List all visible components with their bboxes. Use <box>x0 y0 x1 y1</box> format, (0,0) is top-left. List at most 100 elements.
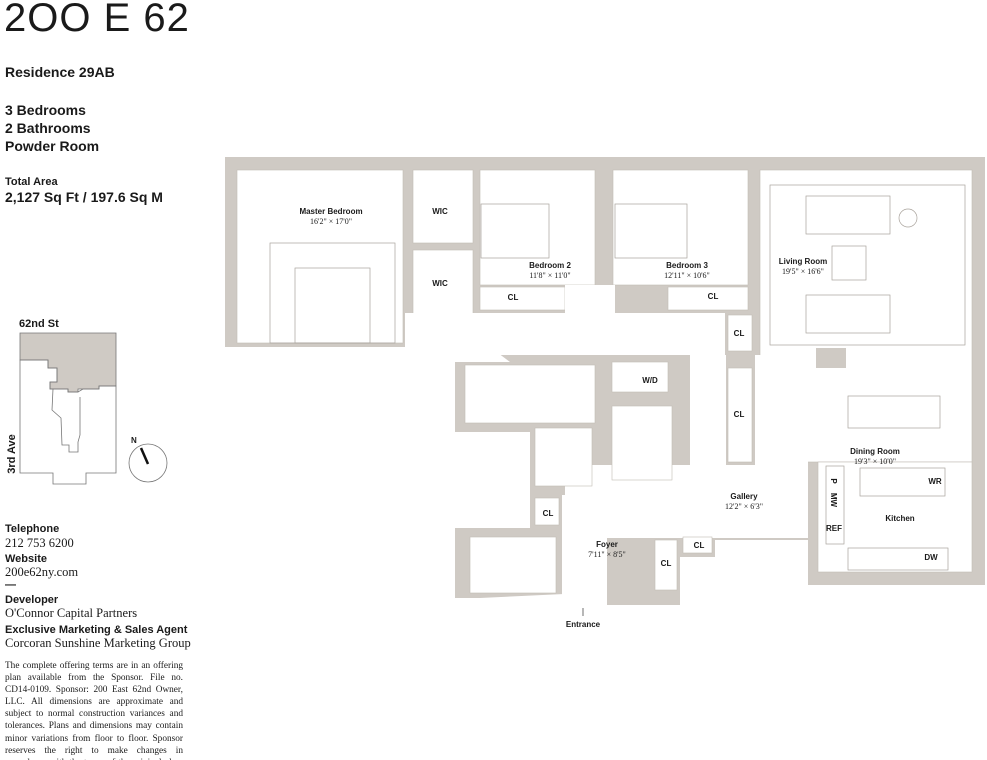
master-bath <box>464 364 596 424</box>
sofa-1 <box>805 195 891 235</box>
kitchen-appliances <box>825 465 845 545</box>
room-name: Gallery <box>730 492 758 501</box>
powder-room <box>469 536 557 594</box>
kitchen-counter <box>847 547 949 571</box>
developer-label: Developer <box>5 594 59 606</box>
room-name: Master Bedroom <box>299 207 363 216</box>
room-closet: CL <box>693 541 705 550</box>
wic-2 <box>412 249 474 324</box>
room-name: Foyer <box>596 540 618 549</box>
room-closet: CL <box>507 293 519 302</box>
hallway <box>405 313 725 355</box>
room-closet: CL <box>733 410 745 419</box>
disclaimer: The complete offering terms are in an of… <box>5 661 183 760</box>
wine-refrigerator: WR <box>928 477 942 486</box>
agent-label: Exclusive Marketing & Sales Agent <box>5 624 188 636</box>
closet-foyer <box>534 497 560 526</box>
room-closet: CL <box>707 292 719 301</box>
room-dim: 7'11" × 8'5" <box>588 550 626 559</box>
street-label: 62nd St <box>19 318 59 330</box>
agent-value: Corcoran Sunshine Marketing Group <box>5 636 191 650</box>
closet-hall <box>727 314 753 352</box>
coffee-table <box>831 245 867 281</box>
key-plan <box>19 332 168 485</box>
side-table <box>898 208 918 228</box>
master-bed <box>294 267 371 344</box>
area-label: Total Area <box>5 176 58 188</box>
room-dim: 11'8" × 11'0" <box>529 271 571 280</box>
room-closet: CL <box>660 559 672 568</box>
pantry: P <box>829 478 838 484</box>
room-name: Dining Room <box>850 447 900 456</box>
room-dim: 19'5" × 16'6" <box>782 267 824 276</box>
dishwasher: DW <box>924 553 938 562</box>
microwave: MW <box>829 492 838 508</box>
room-wic-2: WIC <box>432 279 448 288</box>
spec-powder: Powder Room <box>5 138 100 154</box>
residence-title: Residence 29AB <box>5 64 115 80</box>
bed-2 <box>480 203 550 259</box>
closet-gallery <box>727 367 753 463</box>
divider-dash: — <box>5 579 16 591</box>
furniture <box>269 184 966 616</box>
bed-3 <box>614 203 688 259</box>
room-name: Bedroom 2 <box>529 261 571 270</box>
closet-bed2 <box>479 286 566 311</box>
kitchen-island <box>859 467 946 497</box>
website-label: Website <box>5 553 47 565</box>
developer-value: O'Connor Capital Partners <box>5 606 138 620</box>
foyer <box>562 495 607 595</box>
sofa-2 <box>805 294 891 334</box>
bedroom-2 <box>479 169 596 286</box>
spec-bathrooms: 2 Bathrooms <box>5 120 91 136</box>
room-name: Bedroom 3 <box>666 261 708 270</box>
room-closet: CL <box>733 329 745 338</box>
room-dim: 16'2" × 17'0" <box>310 217 352 226</box>
room-laundry: W/D <box>642 376 658 385</box>
bath-2 <box>611 405 673 481</box>
room-dim: 12'2" × 6'3" <box>725 502 763 511</box>
telephone-value[interactable]: 212 753 6200 <box>5 536 74 550</box>
refrigerator: REF <box>826 524 842 533</box>
shower <box>534 427 593 487</box>
closet-foyer-2 <box>654 539 678 591</box>
closet-bed3 <box>667 286 749 311</box>
north-label: N <box>131 436 137 445</box>
building-outline <box>19 359 117 485</box>
area-value: 2,127 Sq Ft / 197.6 Sq M <box>5 189 163 205</box>
room-closet: CL <box>542 509 554 518</box>
apartment-plan <box>225 157 985 616</box>
entrance-label: Entrance <box>565 620 601 629</box>
room-dim: 19'3" × 10'0" <box>854 457 896 466</box>
room-kitchen: Kitchen <box>885 514 915 523</box>
core-outline <box>51 388 81 453</box>
wic-1 <box>412 169 474 244</box>
laundry <box>611 361 669 393</box>
specs-list: 3 Bedrooms 2 Bathrooms Powder Room <box>5 101 99 155</box>
room-name: Living Room <box>778 257 828 266</box>
telephone-label: Telephone <box>5 523 60 535</box>
column <box>816 348 846 368</box>
spec-bedrooms: 3 Bedrooms <box>5 102 86 118</box>
bedroom-3 <box>612 169 749 286</box>
living-rug <box>769 184 966 346</box>
closet-small <box>682 536 713 554</box>
master-bedroom <box>236 169 404 344</box>
dining-table <box>847 395 941 429</box>
residence-footprint <box>19 332 117 393</box>
compass-circle <box>128 443 168 483</box>
building-logo: 2OO E 62 <box>4 0 190 40</box>
room-wic-1: WIC <box>432 207 448 216</box>
gallery-north <box>690 355 726 467</box>
room-dim: 12'11" × 10'6" <box>664 271 710 280</box>
website-link[interactable]: 200e62ny.com <box>5 565 79 579</box>
